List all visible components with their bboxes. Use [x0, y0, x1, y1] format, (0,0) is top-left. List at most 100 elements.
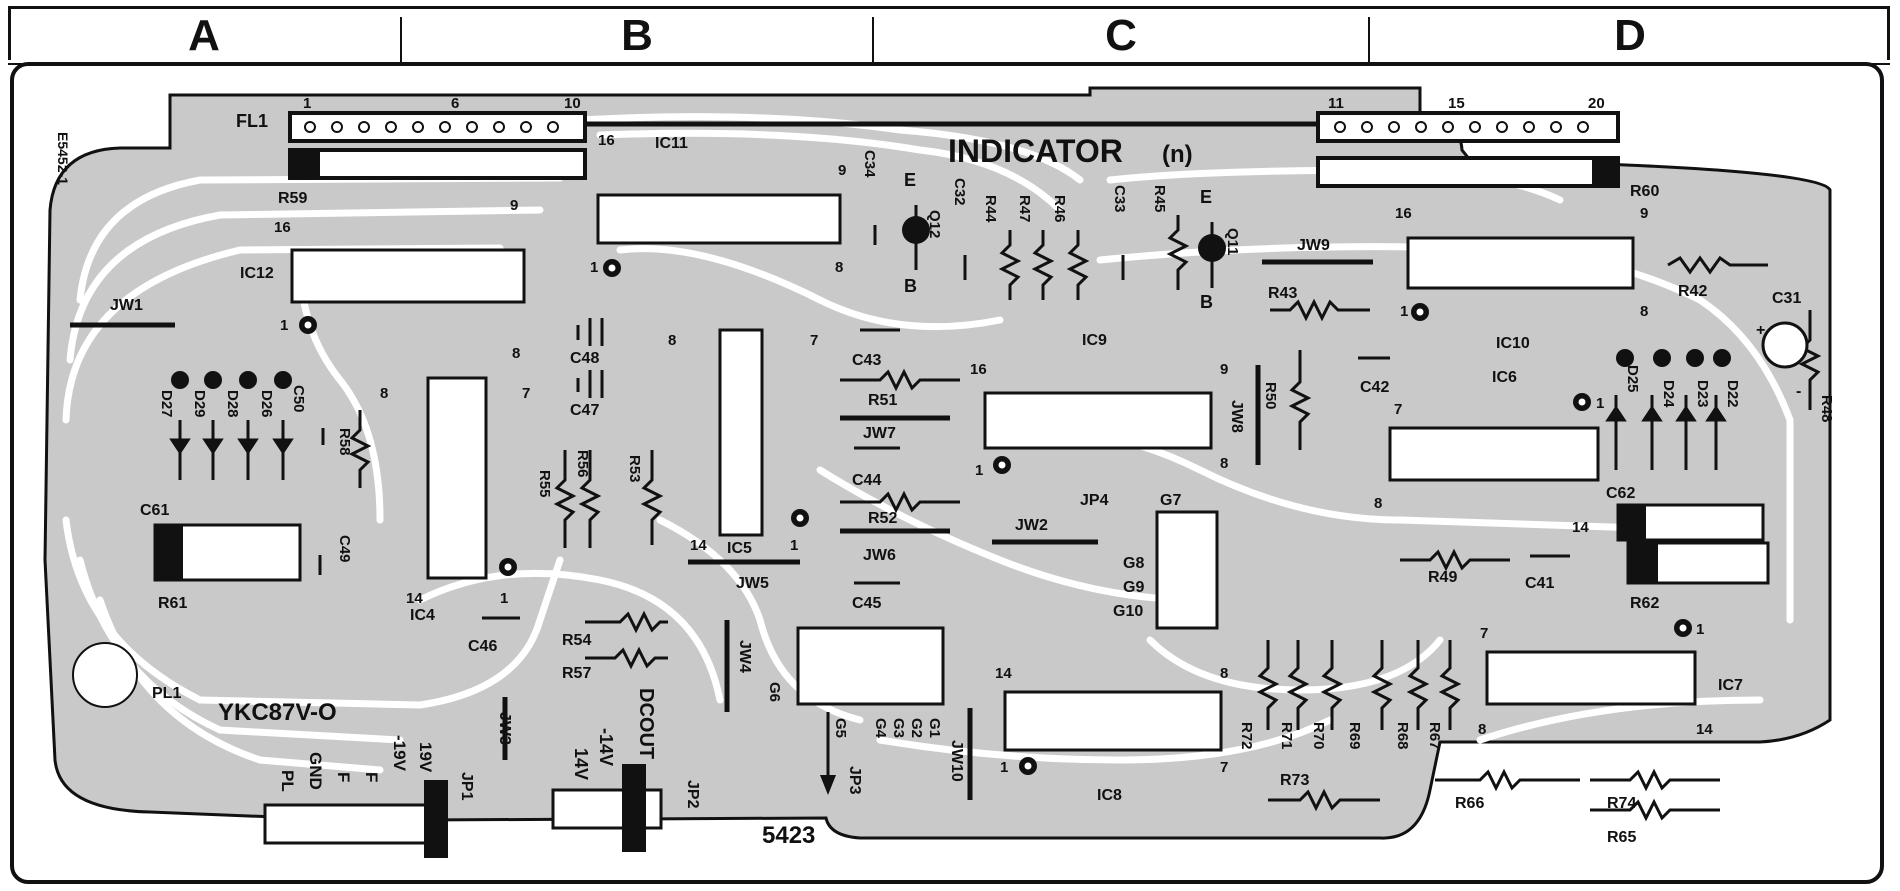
- r61-label: R61: [158, 595, 187, 612]
- d25-label: D25: [1624, 365, 1641, 393]
- ic6-label: IC6: [1492, 369, 1517, 386]
- solid-pads: [155, 505, 1658, 858]
- r50-label: R50: [1262, 382, 1279, 410]
- fl1-pin-20: 20: [1588, 95, 1605, 112]
- ic10-label: IC10: [1496, 335, 1530, 352]
- column-label-b: B: [621, 11, 653, 60]
- r51-label: R51: [868, 392, 897, 409]
- g7-block: [1155, 510, 1219, 630]
- ic6-pin-1: 1: [1596, 395, 1604, 412]
- r48-label: R48: [1818, 395, 1835, 423]
- ic6-pin-8: 8: [1374, 495, 1382, 512]
- g1-label: G1: [926, 718, 943, 738]
- c62-label: C62: [1606, 485, 1635, 502]
- c50-label: C50: [290, 385, 307, 413]
- r58-label: R58: [336, 428, 353, 456]
- ic4-pin-14: 14: [406, 590, 423, 607]
- connector-pin-pl: PL: [278, 770, 297, 792]
- d27-label: D27: [158, 390, 175, 418]
- ic8-pin-8: 8: [1220, 665, 1228, 682]
- d24-label: D24: [1660, 380, 1677, 408]
- r69-label: R69: [1346, 722, 1363, 750]
- dc-pin-pos-label: 14V: [571, 748, 591, 780]
- c43-label: C43: [852, 352, 881, 369]
- fl1-pin-10: 10: [564, 95, 581, 112]
- jw1-label: JW1: [110, 297, 143, 314]
- q11-emitter-label: E: [1200, 187, 1212, 207]
- jw10-label: JW10: [948, 740, 965, 782]
- r42-label: R42: [1678, 283, 1707, 300]
- jw7-label: JW7: [863, 425, 896, 442]
- c48-label: C48: [570, 350, 599, 367]
- column-label-d: D: [1614, 11, 1646, 60]
- g8-label: G8: [1123, 555, 1144, 572]
- q12-label: Q12: [926, 210, 943, 238]
- ic12-label: IC12: [240, 265, 274, 282]
- r53-label: R53: [626, 455, 643, 483]
- ic5-pin-8: 8: [668, 332, 676, 349]
- ic11-body: [596, 193, 842, 245]
- jp1-label: JP1: [458, 772, 475, 801]
- c49-label: C49: [336, 535, 353, 563]
- connector-pin-gnd: GND: [306, 752, 325, 790]
- d29-label: D29: [191, 390, 208, 418]
- c61-label: C61: [140, 502, 169, 519]
- fl1-pin1-marker: [290, 150, 320, 178]
- ic11-label: IC11: [655, 135, 688, 152]
- q12-emitter-label: E: [904, 170, 916, 190]
- jw9-label: JW9: [1297, 237, 1330, 254]
- ic7-pin-14: 14: [1696, 721, 1713, 738]
- ic10-pin-16: 16: [1395, 205, 1412, 222]
- board-model-label: YKC87V-O: [218, 699, 337, 726]
- ic10-pin-1: 1: [1400, 303, 1408, 320]
- fl1-pads: [304, 121, 1589, 133]
- d26-label: D26: [258, 390, 275, 418]
- jw2-label: JW2: [1015, 517, 1048, 534]
- ic6-pin-7: 7: [1394, 401, 1402, 418]
- fl1-pin-11: 11: [1328, 95, 1344, 112]
- ic9-body: [983, 391, 1213, 450]
- q12-base-label: B: [904, 276, 917, 296]
- ic-bodies: [153, 193, 1770, 845]
- q11-label: Q11: [1224, 228, 1241, 256]
- ic9-label: IC9: [1082, 332, 1107, 349]
- jp1-connector: [263, 803, 447, 845]
- r47-label: R47: [1016, 195, 1033, 223]
- dc-out-label: DCOUT: [635, 688, 657, 759]
- ic9-pin-8: 8: [1220, 455, 1228, 472]
- r43-label: R43: [1268, 285, 1297, 302]
- r70-label: R70: [1310, 722, 1327, 750]
- ic4-label: IC4: [410, 607, 435, 624]
- fl1-label: FL1: [236, 111, 268, 131]
- jumper-lines: [70, 259, 1373, 800]
- ic8-pin-7: 7: [1220, 759, 1228, 776]
- ic6-body: [1388, 426, 1600, 482]
- g7-label: G7: [1160, 492, 1181, 509]
- fl1-pin-1: 1: [303, 95, 311, 112]
- ic12-pin-1: 1: [280, 317, 288, 334]
- header-right-edge: [1887, 6, 1890, 60]
- r72-label: R72: [1238, 722, 1255, 750]
- g4-label: G4: [872, 718, 889, 739]
- jp3-arrow: [820, 775, 836, 795]
- ic11-pin-16: 16: [598, 132, 615, 149]
- r44-label: R44: [982, 195, 999, 223]
- connector-pin-19v: 19V: [416, 742, 435, 773]
- c41-label: C41: [1525, 575, 1554, 592]
- r54-label: R54: [562, 632, 591, 649]
- fl1-connector-left-bottom: [288, 148, 587, 180]
- board-number-label: 5423: [762, 822, 815, 849]
- ic6-pin-14: 14: [1572, 519, 1589, 536]
- r60-label: R60: [1630, 183, 1659, 200]
- capacitors: [318, 225, 1570, 620]
- resistors: [348, 215, 1822, 822]
- connector-pin-f1: F: [334, 772, 353, 782]
- ic4-pin-8: 8: [380, 385, 388, 402]
- r65-label: R65: [1607, 829, 1636, 846]
- jw6-label: JW6: [863, 547, 896, 564]
- connector-pin-f2: F: [362, 772, 381, 782]
- r57-label: R57: [562, 665, 591, 682]
- ic8-pin-1: 1: [1000, 759, 1008, 776]
- r56-label: R56: [574, 450, 591, 478]
